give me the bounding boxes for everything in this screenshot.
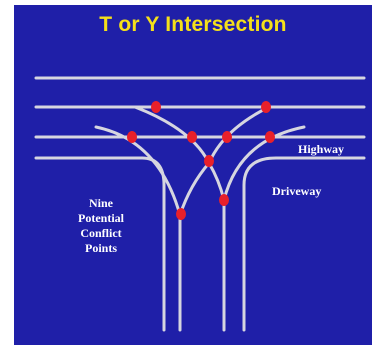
conflict-point-2 xyxy=(261,101,271,113)
caption-line-2: Potential xyxy=(78,211,124,225)
diagram-slide: T or Y Intersection xyxy=(14,5,372,345)
conflict-point-7 xyxy=(204,155,214,167)
merge-path-left xyxy=(178,161,211,217)
highway-label: Highway xyxy=(298,142,345,156)
conflict-point-4 xyxy=(187,131,197,143)
conflict-point-1 xyxy=(151,101,161,113)
driveway-label: Driveway xyxy=(272,184,322,198)
conflict-point-5 xyxy=(222,131,232,143)
left-turn-path-outer xyxy=(94,125,182,332)
merge-path-right xyxy=(207,161,226,202)
caption-line-3: Conflict xyxy=(80,226,122,240)
conflict-point-3 xyxy=(127,131,137,143)
conflict-point-9 xyxy=(219,194,229,206)
right-turn-path-inner xyxy=(207,105,271,165)
slide-title: T or Y Intersection xyxy=(99,13,287,36)
caption-line-4: Points xyxy=(84,241,117,255)
conflict-points-caption: Nine Potential Conflict Points xyxy=(64,196,138,256)
caption-line-1: Nine xyxy=(89,196,113,210)
left-turn-path-inner xyxy=(133,105,211,165)
right-edge-curve xyxy=(242,156,366,332)
conflict-point-6 xyxy=(265,131,275,143)
conflict-point-8 xyxy=(176,208,186,220)
left-edge-curve xyxy=(34,156,166,332)
intersection-diagram xyxy=(34,76,366,332)
